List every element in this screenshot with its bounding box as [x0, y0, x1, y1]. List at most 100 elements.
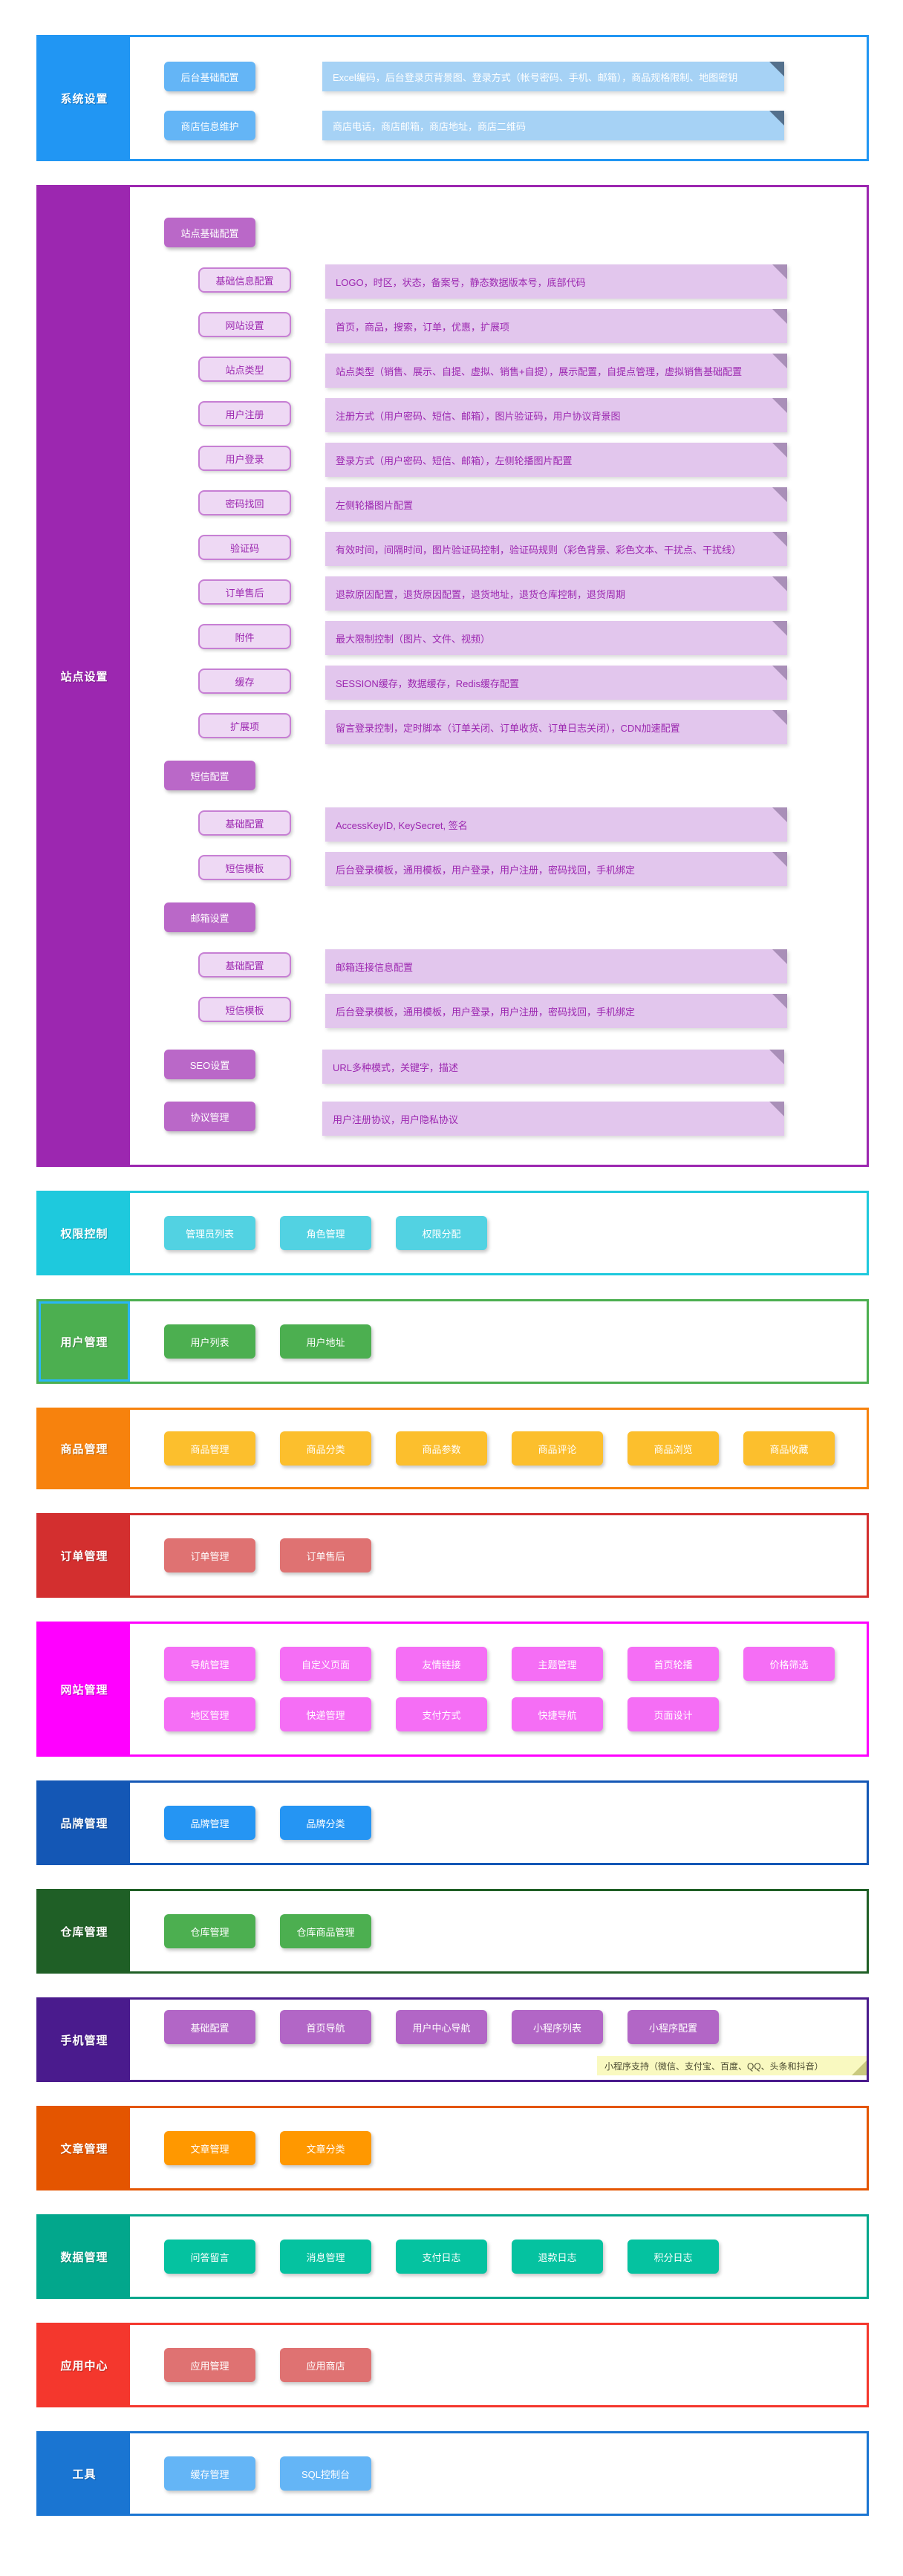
section-sidebar-system: 系统设置	[39, 37, 130, 159]
nav-button[interactable]: 商品分类	[280, 1431, 371, 1466]
config-row: 用户注册 注册方式（用户密码、短信、邮箱），图片验证码，用户协议背景图	[198, 398, 867, 432]
nav-button[interactable]: 消息管理	[280, 2240, 371, 2274]
nav-button[interactable]: 仓库管理	[164, 1914, 255, 1948]
nav-button[interactable]: 仓库商品管理	[280, 1914, 371, 1948]
note-fold-icon	[852, 2061, 867, 2075]
group-header-button[interactable]: 站点基础配置	[164, 218, 255, 247]
nav-button[interactable]: 导航管理	[164, 1647, 255, 1681]
nav-button[interactable]: 应用商店	[280, 2348, 371, 2382]
group-header-button[interactable]: 协议管理	[164, 1102, 255, 1131]
nav-button[interactable]: 快捷导航	[512, 1697, 603, 1731]
nav-button[interactable]: 友情链接	[396, 1647, 487, 1681]
nav-button[interactable]: 用户地址	[280, 1324, 371, 1359]
nav-button[interactable]: 角色管理	[280, 1216, 371, 1250]
sub-item-button[interactable]: 用户登录	[198, 446, 291, 471]
nav-button[interactable]: 商品参数	[396, 1431, 487, 1466]
nav-button[interactable]: 品牌管理	[164, 1806, 255, 1840]
nav-button[interactable]: 文章分类	[280, 2131, 371, 2165]
nav-button[interactable]: 品牌分类	[280, 1806, 371, 1840]
nav-button[interactable]: 退款日志	[512, 2240, 603, 2274]
sub-item-button[interactable]: 附件	[198, 624, 291, 649]
nav-button[interactable]: 小程序配置	[627, 2010, 719, 2044]
support-note: 小程序支持（微信、支付宝、百度、QQ、头条和抖音）	[597, 2056, 867, 2075]
nav-button[interactable]: 商品评论	[512, 1431, 603, 1466]
note-fold-icon	[772, 807, 787, 822]
config-button[interactable]: 商店信息维护	[164, 111, 255, 140]
section-content: 应用管理应用商店	[130, 2325, 867, 2405]
note-fold-icon	[769, 1050, 784, 1064]
section-sidebar-website: 网站管理	[39, 1624, 130, 1754]
nav-button[interactable]: 问答留言	[164, 2240, 255, 2274]
sub-item-button[interactable]: 站点类型	[198, 357, 291, 382]
config-button[interactable]: 后台基础配置	[164, 62, 255, 91]
button-row: 用户列表用户地址	[164, 1324, 371, 1359]
sub-item-button[interactable]: 基础信息配置	[198, 267, 291, 293]
nav-button[interactable]: 管理员列表	[164, 1216, 255, 1250]
nav-button[interactable]: 用户列表	[164, 1324, 255, 1359]
nav-button[interactable]: 主题管理	[512, 1647, 603, 1681]
note-fold-icon	[772, 264, 787, 279]
sub-item-button[interactable]: 缓存	[198, 669, 291, 694]
nav-button[interactable]: 价格筛选	[743, 1647, 835, 1681]
sub-item-button[interactable]: 短信模板	[198, 855, 291, 880]
section-sidebar-orders: 订单管理	[39, 1515, 130, 1596]
sub-item-button[interactable]: 基础配置	[198, 952, 291, 978]
sub-item-button[interactable]: 短信模板	[198, 997, 291, 1022]
config-row: 商店信息维护商店电话，商店邮箱，商店地址，商店二维码	[164, 111, 867, 140]
nav-button[interactable]: 基础配置	[164, 2010, 255, 2044]
section-sidebar-site: 站点设置	[39, 187, 130, 1165]
note: 后台登录模板，通用模板，用户登录，用户注册，密码找回，手机绑定	[325, 994, 787, 1028]
nav-button[interactable]: 支付方式	[396, 1697, 487, 1731]
sub-item-button[interactable]: 验证码	[198, 535, 291, 560]
nav-button[interactable]: 缓存管理	[164, 2456, 255, 2491]
nav-button[interactable]: 自定义页面	[280, 1647, 371, 1681]
note-fold-icon	[772, 994, 787, 1009]
sub-item-button[interactable]: 用户注册	[198, 401, 291, 426]
sub-item-button[interactable]: 扩展项	[198, 713, 291, 738]
sub-item-button[interactable]: 订单售后	[198, 579, 291, 605]
note: 首页，商品，搜索，订单，优惠，扩展项	[325, 309, 787, 343]
sub-item-button[interactable]: 网站设置	[198, 312, 291, 337]
nav-button[interactable]: 商品浏览	[627, 1431, 719, 1466]
section-orders: 订单管理订单管理订单售后	[36, 1513, 869, 1598]
nav-button[interactable]: 小程序列表	[512, 2010, 603, 2044]
note-fold-icon	[772, 532, 787, 547]
config-row: 附件最大限制控制（图片、文件、视频）	[198, 621, 867, 655]
note: 退款原因配置，退货原因配置，退货地址，退货仓库控制，退货周期	[325, 576, 787, 611]
group-header-button[interactable]: 短信配置	[164, 761, 255, 790]
nav-button[interactable]: 订单售后	[280, 1538, 371, 1572]
nav-button[interactable]: 用户中心导航	[396, 2010, 487, 2044]
note: 注册方式（用户密码、短信、邮箱），图片验证码，用户协议背景图	[325, 398, 787, 432]
nav-button[interactable]: 首页导航	[280, 2010, 371, 2044]
nav-button[interactable]: 快递管理	[280, 1697, 371, 1731]
section-label: 仓库管理	[60, 1925, 108, 1939]
nav-button[interactable]: 商品收藏	[743, 1431, 835, 1466]
config-row: 网站设置 首页，商品，搜索，订单，优惠，扩展项	[198, 309, 867, 343]
sub-item-button[interactable]: 密码找回	[198, 490, 291, 515]
note-fold-icon	[772, 443, 787, 458]
nav-button[interactable]: 文章管理	[164, 2131, 255, 2165]
nav-button[interactable]: 订单管理	[164, 1538, 255, 1572]
button-row: 地区管理快递管理支付方式快捷导航页面设计	[164, 1697, 867, 1731]
group-header-button[interactable]: SEO设置	[164, 1050, 255, 1079]
sub-item-button[interactable]: 基础配置	[198, 810, 291, 836]
nav-button[interactable]: 权限分配	[396, 1216, 487, 1250]
section-warehouse: 仓库管理仓库管理仓库商品管理	[36, 1889, 869, 1974]
config-row: 用户登录登录方式（用户密码、短信、邮箱），左侧轮播图片配置	[198, 443, 867, 477]
nav-button[interactable]: 首页轮播	[627, 1647, 719, 1681]
nav-button[interactable]: 积分日志	[627, 2240, 719, 2274]
nav-button[interactable]: SQL控制台	[280, 2456, 371, 2491]
button-row: 应用管理应用商店	[164, 2348, 371, 2382]
nav-button[interactable]: 页面设计	[627, 1697, 719, 1731]
section-label: 网站管理	[60, 1683, 108, 1697]
nav-button[interactable]: 应用管理	[164, 2348, 255, 2382]
nav-button[interactable]: 商品管理	[164, 1431, 255, 1466]
nav-button[interactable]: 支付日志	[396, 2240, 487, 2274]
group-header-button[interactable]: 邮箱设置	[164, 902, 255, 932]
nav-button[interactable]: 地区管理	[164, 1697, 255, 1731]
